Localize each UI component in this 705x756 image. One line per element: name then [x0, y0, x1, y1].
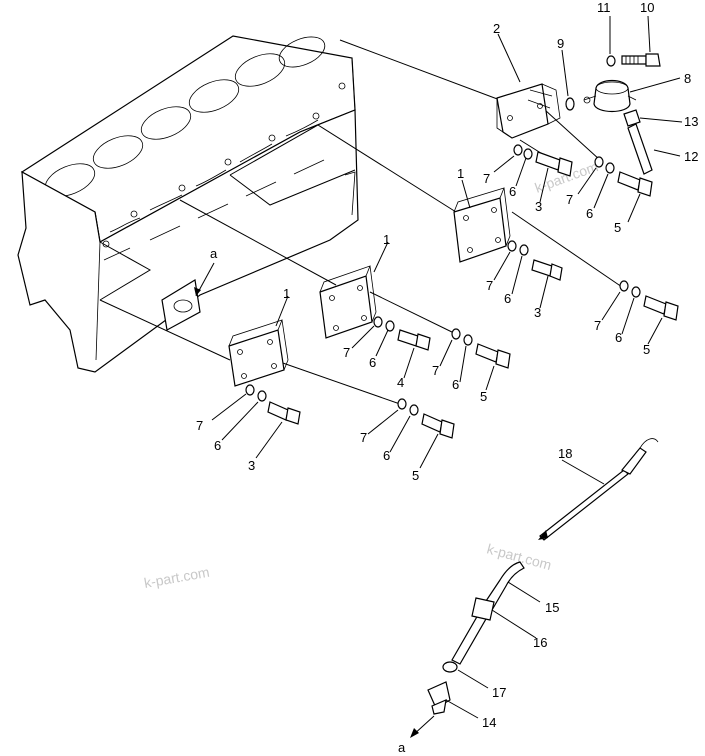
callout-13: 13: [684, 114, 698, 129]
callout-3: 3: [535, 199, 542, 214]
arrow-head-icon: [194, 287, 201, 296]
cover-plate: [228, 319, 289, 387]
callout-7: 7: [360, 430, 367, 445]
washer-set: [594, 156, 653, 197]
callout-1: 1: [457, 166, 464, 181]
callout-4: 4: [397, 375, 404, 390]
callout-5: 5: [412, 468, 419, 483]
callout-1: 1: [383, 232, 390, 247]
arrow-head-icon: [410, 728, 419, 738]
adapter: [427, 681, 451, 715]
callout-7: 7: [343, 345, 350, 360]
callout-1: 1: [283, 286, 290, 301]
callout-6: 6: [509, 184, 516, 199]
washer-set: [513, 144, 573, 177]
callout-7: 7: [594, 318, 601, 333]
tube: [623, 109, 653, 175]
callout-2: 2: [493, 21, 500, 36]
callout-11: 11: [597, 0, 611, 15]
breather-housing: [583, 79, 637, 113]
washer-set: [619, 280, 679, 321]
callout-3: 3: [534, 305, 541, 320]
callout-10: 10: [640, 0, 654, 15]
callout-14: 14: [482, 715, 496, 730]
callout-6: 6: [383, 448, 390, 463]
callout-18: 18: [558, 446, 572, 461]
callout-7: 7: [196, 418, 203, 433]
callout-6: 6: [452, 377, 459, 392]
callout-8: 8: [684, 71, 691, 86]
o-ring: [565, 97, 575, 111]
bolt: [621, 53, 661, 67]
callout-leaders: [211, 15, 683, 719]
washer: [606, 55, 616, 67]
callout-5: 5: [643, 342, 650, 357]
callout-7: 7: [486, 278, 493, 293]
dipstick: [538, 438, 659, 541]
view-marker-a-lower: a: [398, 740, 406, 755]
callout-15: 15: [545, 600, 559, 615]
callout-16: 16: [533, 635, 547, 650]
washer-set: [245, 384, 301, 425]
bracket: [496, 83, 561, 139]
callout-6: 6: [586, 206, 593, 221]
callout-5: 5: [480, 389, 487, 404]
washer-set: [397, 398, 455, 439]
callout-17: 17: [492, 685, 506, 700]
callout-7: 7: [566, 192, 573, 207]
callout-labels: 2 9 11 10 8 13 12 1 1 1 7 6 3 7 6 5 7 6 …: [196, 0, 698, 730]
o-ring: [442, 661, 458, 673]
watermark: k-part.com: [143, 564, 211, 591]
view-marker-a-upper: a: [210, 246, 218, 261]
cover-plate: [319, 265, 377, 339]
callout-12: 12: [684, 149, 698, 164]
callout-5: 5: [614, 220, 621, 235]
cover-plate: [453, 187, 511, 263]
washer-set: [451, 328, 511, 369]
dipstick-guide-tube: [451, 561, 525, 665]
callout-6: 6: [369, 355, 376, 370]
washer-set: [507, 240, 563, 281]
washer-set: [373, 316, 431, 351]
engine-block: [17, 35, 359, 373]
callout-3: 3: [248, 458, 255, 473]
callout-6: 6: [214, 438, 221, 453]
callout-6: 6: [615, 330, 622, 345]
callout-9: 9: [557, 36, 564, 51]
callout-7: 7: [483, 171, 490, 186]
callout-6: 6: [504, 291, 511, 306]
callout-7: 7: [432, 363, 439, 378]
